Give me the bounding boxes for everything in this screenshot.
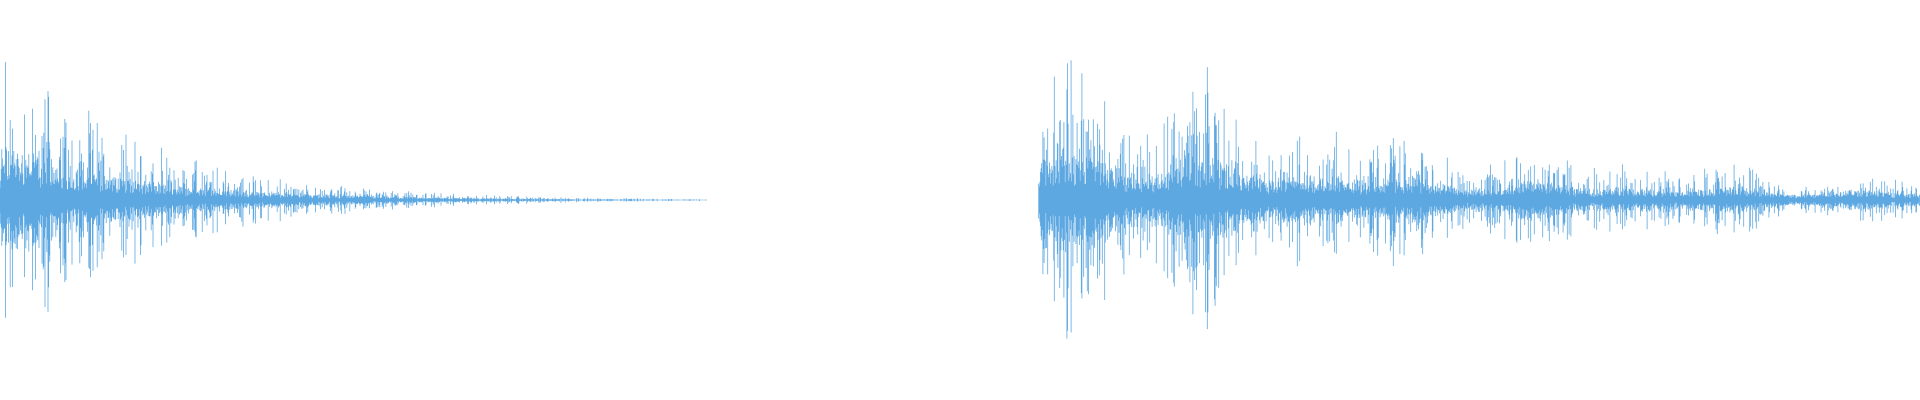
waveform-path-clip-2 (1038, 60, 1920, 339)
waveform-path-clip-1 (0, 62, 707, 318)
waveform-clip-2[interactable] (1038, 60, 1920, 339)
waveform-clip-1[interactable] (0, 62, 707, 318)
waveform-clips (0, 60, 1920, 339)
